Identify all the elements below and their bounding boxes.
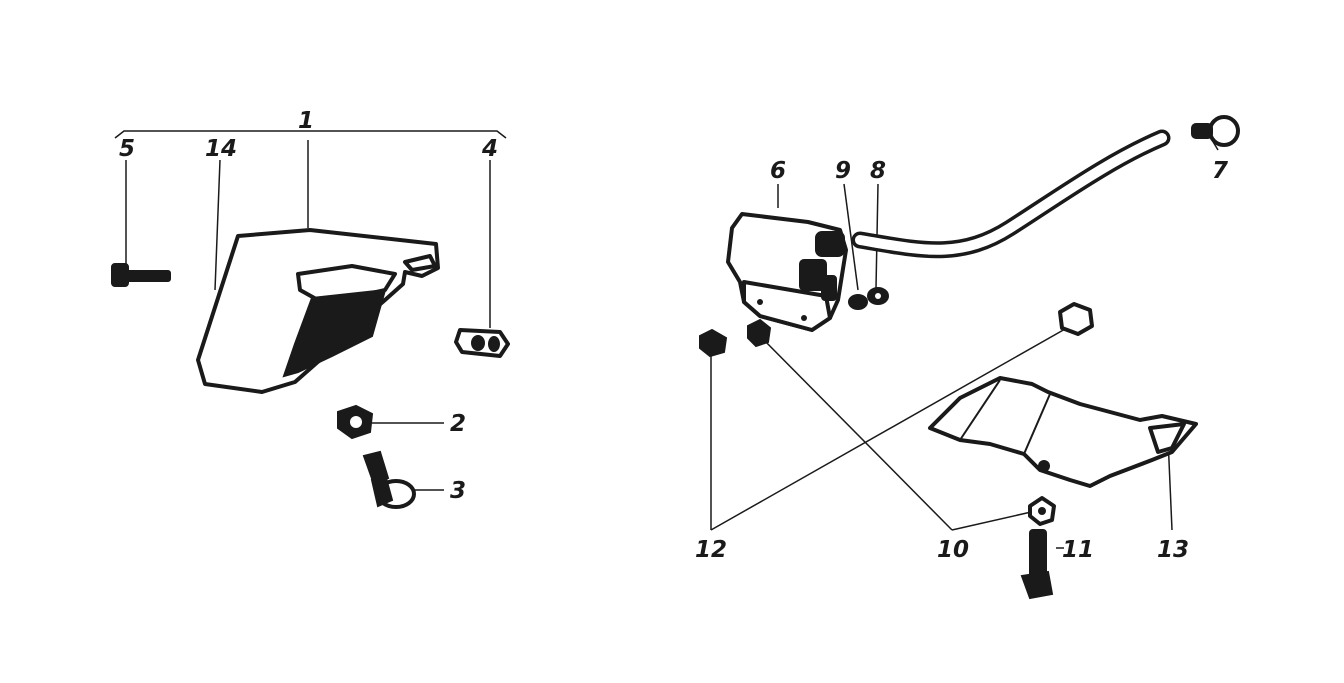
screw-5 (111, 263, 171, 287)
washer-9 (848, 294, 868, 310)
callout-4: 4 (481, 136, 498, 162)
leader-12b (710, 315, 1089, 531)
end-cap-7 (1191, 115, 1240, 147)
nut-2 (337, 404, 374, 440)
callout-13: 13 (1157, 537, 1189, 563)
callout-12: 12 (695, 537, 727, 563)
washer-10-bottom (1028, 496, 1056, 526)
bolt-11 (1020, 529, 1054, 600)
assembly-bracket (114, 130, 507, 139)
washer-10-top (747, 318, 772, 348)
callout-7: 7 (1212, 158, 1228, 184)
callout-6: 6 (770, 158, 786, 184)
callout-8: 8 (870, 158, 886, 184)
leader-9 (843, 183, 859, 291)
leader-10a (759, 335, 953, 531)
grommet-4 (454, 328, 510, 358)
leader-10b (951, 509, 1041, 531)
tube (851, 129, 1171, 259)
callout-9: 9 (835, 158, 851, 184)
callout-11: 11 (1062, 537, 1094, 563)
callout-10: 10 (937, 537, 969, 563)
bolt-3 (362, 450, 416, 509)
coil-body-6 (726, 212, 848, 332)
nut-12-right (1058, 302, 1094, 336)
nut-12-left (699, 328, 728, 358)
mounting-bracket-13 (928, 376, 1198, 488)
cover-housing (196, 228, 440, 394)
callout-5: 5 (119, 136, 135, 162)
right-assembly (699, 115, 1240, 600)
callout-3: 3 (450, 478, 466, 504)
leader-14 (214, 159, 221, 291)
callout-labels: 1 5 14 4 2 3 6 9 8 7 12 10 11 13 (119, 108, 1228, 563)
callout-1: 1 (298, 108, 314, 134)
left-assembly (111, 130, 510, 509)
callout-14: 14 (205, 136, 237, 162)
nut-8 (867, 287, 889, 305)
callout-2: 2 (450, 411, 466, 437)
